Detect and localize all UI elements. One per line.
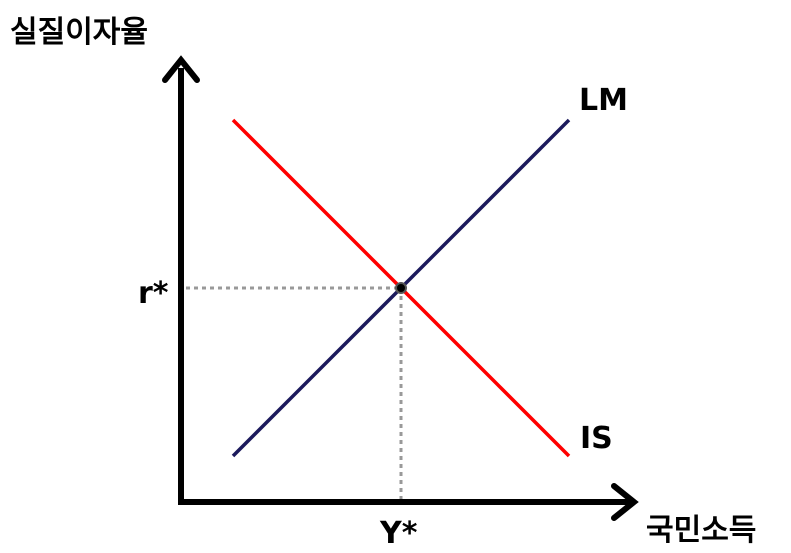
lm-label: LM <box>579 83 628 118</box>
equilibrium-rate-label: r* <box>138 276 169 311</box>
y-axis-label: 실질이자율 <box>10 15 148 50</box>
is-label: IS <box>580 421 613 456</box>
axes <box>178 68 630 505</box>
equilibrium-income-label: Y* <box>379 516 418 551</box>
y-axis-arrowhead <box>162 55 200 83</box>
x-axis-arrowhead <box>611 483 639 521</box>
equilibrium-point <box>395 282 407 294</box>
x-axis-label: 국민소득 <box>646 513 756 548</box>
